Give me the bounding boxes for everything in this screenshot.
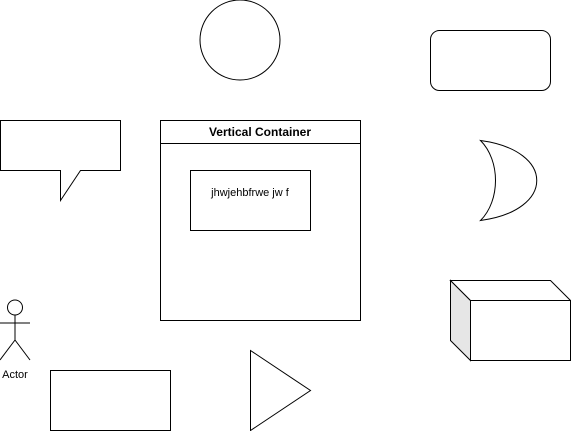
vertical-container[interactable]: Vertical Container jhwjehbfrwe jw f [160, 120, 361, 321]
circle-shape[interactable] [199, 0, 281, 81]
cube-top-face [449, 280, 571, 301]
actor-left-leg [0, 339, 16, 361]
inner-rectangle-text: jhwjehbfrwe jw f [210, 187, 290, 199]
cube-shape[interactable] [449, 279, 571, 362]
actor-label: Actor [2, 369, 28, 381]
actor-head [7, 299, 23, 316]
cube-front-face [470, 300, 571, 361]
crescent-shape[interactable] [479, 139, 537, 222]
inner-rectangle-shape [190, 170, 311, 231]
inner-rectangle[interactable]: jhwjehbfrwe jw f [190, 170, 311, 231]
container-title: Vertical Container [209, 125, 311, 139]
rounded-rectangle-shape[interactable] [430, 30, 551, 91]
rectangle-shape[interactable] [50, 370, 171, 431]
actor-right-leg [14, 339, 31, 361]
triangle-shape[interactable] [250, 349, 312, 431]
callout-shape[interactable] [0, 120, 121, 203]
actor-shape[interactable]: Actor [0, 299, 31, 381]
